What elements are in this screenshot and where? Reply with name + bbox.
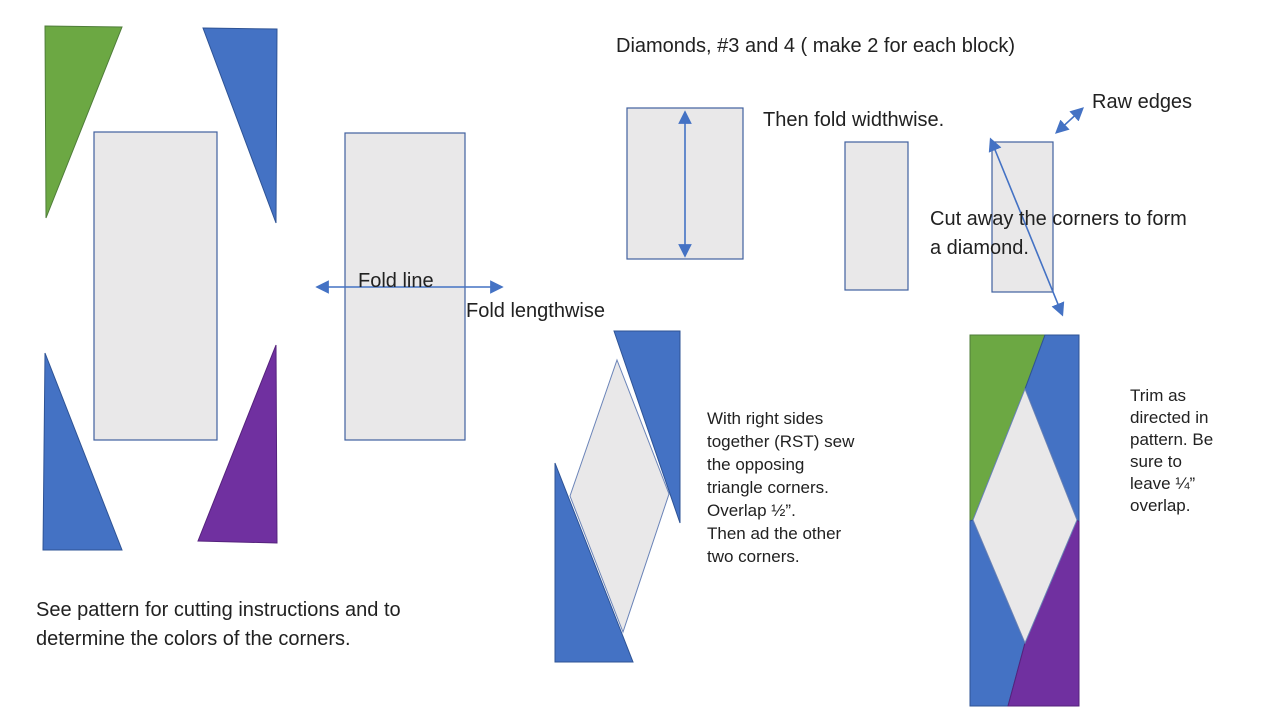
fabric-rect-folded-result [844,141,909,291]
diamond-center [569,358,670,634]
corner-layout-step [42,25,278,551]
slide-title: Diamonds, #3 and 4 ( make 2 for each blo… [616,35,1016,57]
fold-line-label: Fold line [358,270,434,292]
raw-edges-arrow [1054,107,1085,134]
rst-instructions: With right sides together (RST) sew the … [707,409,855,566]
then-fold-widthwise-label: Then fold widthwise. [763,109,945,131]
purple-triangle-bottom-right [197,344,278,544]
fold-lengthwise-label: Fold lengthwise [466,300,605,322]
blue-corner-strip-top [613,330,681,524]
see-pattern-note: See pattern for cutting instructions and… [36,599,401,650]
cut-away-label: Cut away the corners to form a diamond. [930,208,1187,259]
finished-block [969,334,1080,707]
fold-lengthwise-step [315,132,504,441]
blue-corner-strip-bottom [554,462,634,663]
finished-diamond-center [972,387,1078,645]
blue-triangle-bottom-left [42,352,123,551]
sewn-diamond-step [554,330,681,663]
blue-triangle-top-right [202,27,278,224]
raw-edges-label: Raw edges [1092,91,1193,113]
fabric-rect-main [93,131,218,441]
cut-diagonal-arrow [988,137,1065,317]
trim-instructions: Trim as directed in pattern. Be sure to … [1130,386,1214,515]
cut-corners-step [988,107,1085,317]
green-triangle-top-left [44,25,123,219]
fold-widthwise-step [626,107,909,291]
